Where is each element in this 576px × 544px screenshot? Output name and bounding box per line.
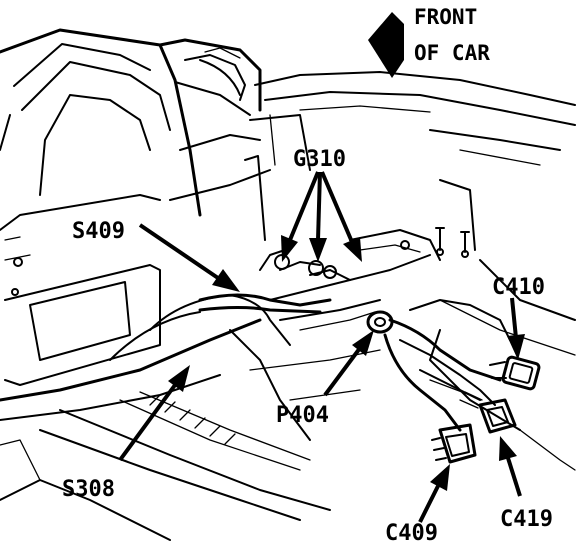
callout-c409: C409	[385, 521, 438, 544]
wiring-harness	[198, 249, 541, 464]
callout-s308: S308	[62, 477, 115, 502]
callout-c410: C410	[492, 275, 545, 300]
callout-labels: G310 S409 C410 P404 S308 C409 C419	[62, 147, 553, 544]
front-of-car-line1: FRONT	[414, 5, 477, 29]
callout-p404: P404	[276, 403, 329, 428]
front-of-car-indicator: FRONT OF CAR	[368, 5, 490, 78]
callout-g310: G310	[293, 147, 346, 172]
vehicle-body-outline	[0, 28, 576, 541]
callout-c419: C419	[500, 507, 553, 532]
callout-arrows	[118, 171, 525, 523]
direction-arrow-icon	[368, 12, 404, 78]
callout-s409: S409	[72, 219, 125, 244]
front-of-car-line2: OF CAR	[414, 41, 490, 65]
